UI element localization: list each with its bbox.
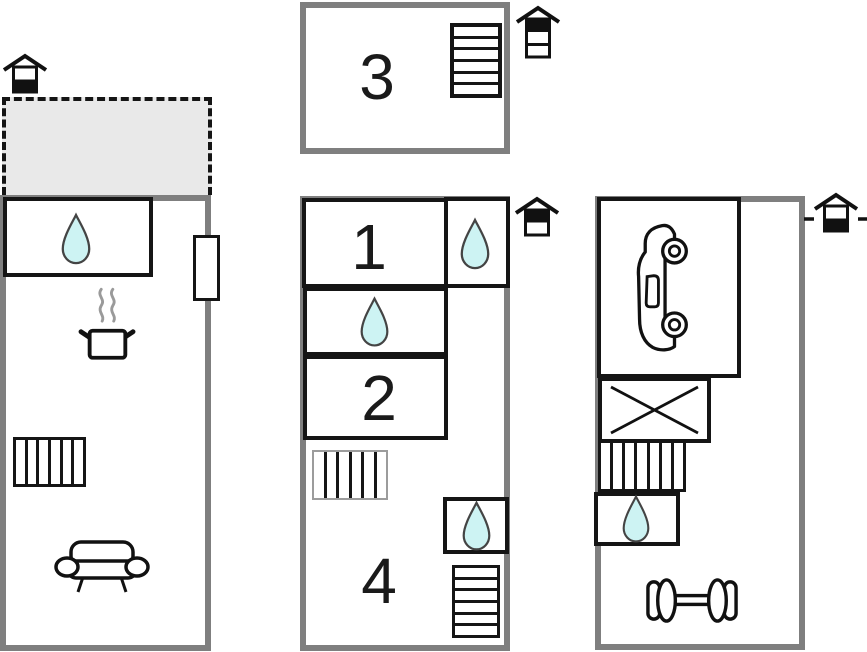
room-2 xyxy=(303,355,448,440)
door-opening xyxy=(193,235,220,301)
water-drop-icon xyxy=(462,500,491,551)
stairs-icon xyxy=(452,565,500,638)
terrace-area xyxy=(2,97,212,195)
water-drop-icon xyxy=(360,296,389,347)
floor-level-house-icon xyxy=(515,5,561,59)
stairs-icon xyxy=(312,450,388,500)
water-drop-icon xyxy=(622,494,650,543)
cooking-pot-icon xyxy=(78,287,136,360)
car-icon xyxy=(636,223,688,352)
room-2-label: 2 xyxy=(361,362,397,434)
water-drop-icon xyxy=(61,212,91,265)
crossed-box-icon xyxy=(610,385,699,435)
floor-level-house-icon xyxy=(514,196,560,237)
dumbbell-icon xyxy=(646,578,738,623)
floor-level-house-icon xyxy=(2,53,48,94)
floor-level-house-icon-ground-dashes xyxy=(804,192,867,233)
sofa-icon xyxy=(54,540,150,593)
room-3-label: 3 xyxy=(359,41,395,113)
room-4-label: 4 xyxy=(361,545,397,617)
stairs-icon xyxy=(598,440,686,492)
stairs-icon xyxy=(450,23,502,98)
water-drop-icon xyxy=(460,217,490,270)
stairs-icon xyxy=(13,437,86,487)
room-1-label: 1 xyxy=(351,211,387,283)
